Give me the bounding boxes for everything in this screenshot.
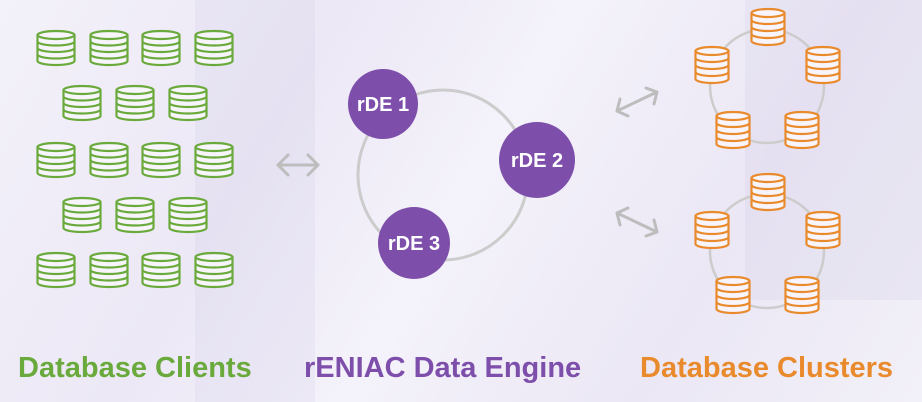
database-icon: [36, 251, 76, 289]
engine-node-rde2: rDE 2: [499, 122, 575, 198]
database-icon: [750, 172, 786, 212]
database-icon: [36, 141, 76, 179]
database-icon: [168, 196, 208, 234]
database-icon: [784, 110, 820, 150]
database-clusters-label: Database Clusters: [640, 352, 894, 384]
database-icon: [62, 196, 102, 234]
database-icon: [194, 29, 234, 67]
database-icon: [141, 251, 181, 289]
database-icon: [194, 251, 234, 289]
database-icon: [805, 210, 841, 250]
database-icon: [141, 141, 181, 179]
database-clusters-group: [694, 7, 841, 315]
engine-node-label: rDE 3: [388, 233, 440, 255]
bidirectional-arrow-icon: [615, 86, 659, 118]
bidirectional-arrow-icon: [615, 206, 659, 238]
database-icon: [115, 84, 155, 122]
database-icon: [750, 7, 786, 47]
database-icon: [784, 275, 820, 315]
engine-label: rENIAC Data Engine: [304, 352, 582, 384]
database-icon: [194, 141, 234, 179]
database-icon: [694, 45, 730, 85]
database-icon: [715, 110, 751, 150]
database-icon: [89, 251, 129, 289]
engine-node-rde3: rDE 3: [378, 207, 450, 279]
database-icon: [36, 29, 76, 67]
database-icon: [62, 84, 102, 122]
database-icon: [168, 84, 208, 122]
background-shape: [195, 0, 315, 402]
database-icon: [805, 45, 841, 85]
database-icon: [115, 196, 155, 234]
database-icon: [694, 210, 730, 250]
database-icon: [89, 29, 129, 67]
engine-node-label: rDE 2: [511, 150, 563, 172]
database-icon: [715, 275, 751, 315]
database-clients-label: Database Clients: [18, 352, 252, 384]
database-icon: [89, 141, 129, 179]
engine-node-label: rDE 1: [357, 94, 409, 116]
engine-node-rde1: rDE 1: [348, 69, 418, 139]
bidirectional-arrow-icon: [276, 153, 320, 177]
database-clients-group: [36, 29, 234, 289]
engine-group: rDE 1 rDE 2 rDE 3: [348, 69, 575, 279]
database-icon: [141, 29, 181, 67]
